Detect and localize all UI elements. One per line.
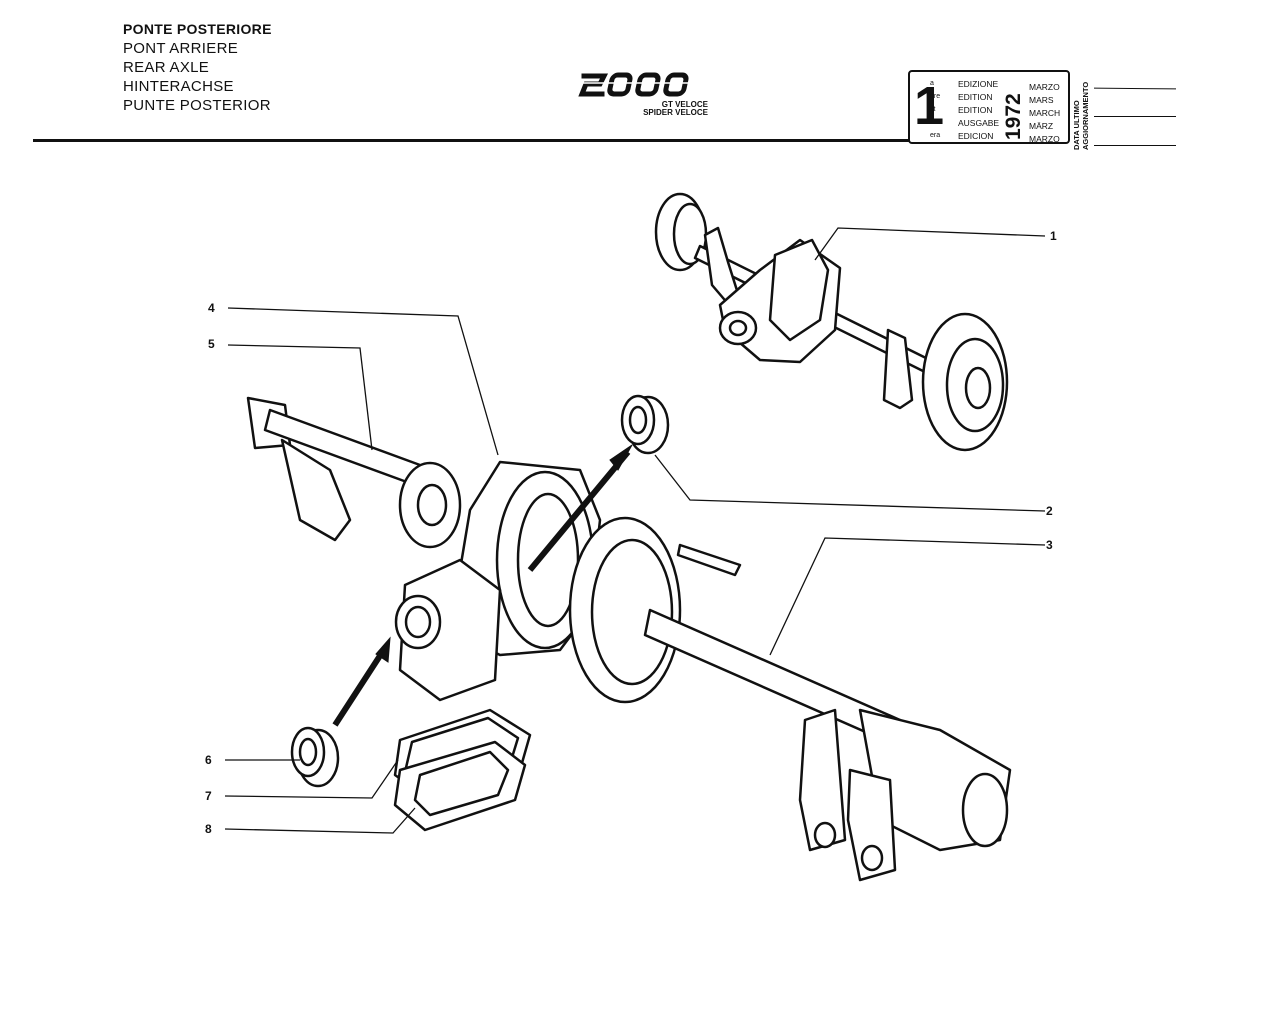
title-italian: PONTE POSTERIORE <box>123 21 272 37</box>
assembly-arrows <box>332 444 633 727</box>
left-axle-shaft-housing <box>246 396 462 549</box>
edition-suffix: st <box>930 106 936 113</box>
edition-box: 1 a ere st - era EDIZIONE EDITION EDITIO… <box>908 70 1070 144</box>
edition-month: MARS <box>1029 95 1054 105</box>
callout-7: 7 <box>205 789 212 803</box>
edition-month: MÄRZ <box>1029 121 1054 131</box>
header-rule <box>33 139 909 142</box>
callout-5: 5 <box>208 337 215 351</box>
logo-2000-graphic <box>578 72 708 97</box>
title-english: REAR AXLE <box>123 59 210 76</box>
title-spanish: PUNTE POSTERIOR <box>123 97 271 114</box>
edition-suffix: ere <box>930 93 941 100</box>
assembled-rear-axle <box>654 192 1009 452</box>
leader-lines <box>224 227 1046 834</box>
logo-line-spider: SPIDER VELOCE <box>643 108 708 117</box>
oil-seal-6 <box>290 726 340 788</box>
title-block: PONTE POSTERIORE PONT ARRIERE REAR AXLE … <box>123 20 272 115</box>
edition-word: EDIZIONE <box>958 79 999 89</box>
callout-1: 1 <box>1050 229 1057 243</box>
callout-2: 2 <box>1046 504 1053 518</box>
breather-stud <box>676 543 742 577</box>
oil-seal-2 <box>620 394 670 455</box>
edition-month: MARCH <box>1029 108 1061 118</box>
callout-4: 4 <box>208 301 215 315</box>
edition-month: MARZO <box>1029 134 1060 144</box>
edition-month: MARZO <box>1029 82 1060 92</box>
callout-8: 8 <box>205 822 212 836</box>
model-logo: GT VELOCE SPIDER VELOCE <box>578 70 708 120</box>
callout-3: 3 <box>1046 538 1053 552</box>
title-french: PONT ARRIERE <box>123 40 239 57</box>
logo-line-gt: GT VELOCE <box>661 100 708 109</box>
edition-word: EDICION <box>958 131 994 141</box>
update-line <box>1094 116 1176 117</box>
callout-6: 6 <box>205 753 212 767</box>
edition-suffix: era <box>930 132 941 139</box>
edition-word: EDITION <box>958 92 993 102</box>
cover-plate-8 <box>393 740 527 832</box>
right-axle-housing <box>568 516 1012 882</box>
edition-word: EDITION <box>958 105 993 115</box>
edition-number: 1 <box>914 76 945 136</box>
edition-suffix: - <box>930 119 933 126</box>
edition-suffix: a <box>930 80 934 87</box>
title-german: HINTERACHSE <box>123 78 234 95</box>
update-line <box>1094 145 1176 146</box>
edition-word: AUSGABE <box>958 118 1000 128</box>
